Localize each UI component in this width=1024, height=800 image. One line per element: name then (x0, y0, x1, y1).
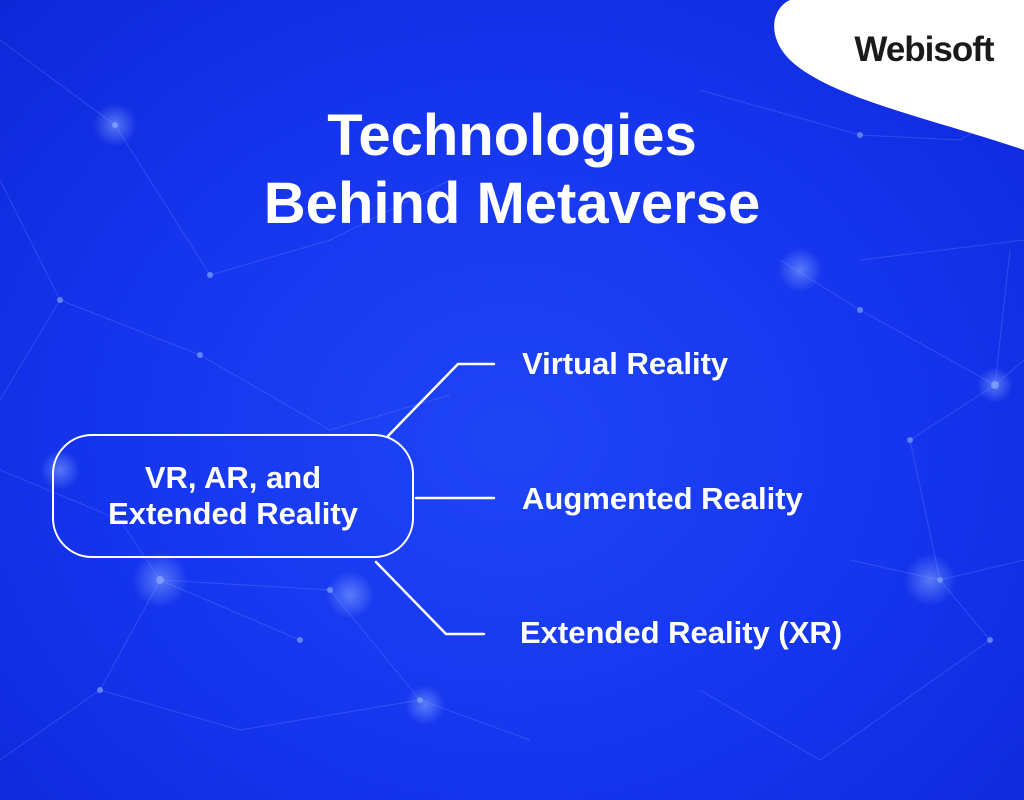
brand-logo: Webisoft (854, 30, 994, 69)
branch-augmented-reality: Augmented Reality (522, 481, 803, 516)
central-topic-line-2: Extended Reality (108, 496, 358, 531)
branch-virtual-reality: Virtual Reality (522, 346, 729, 381)
title-line-1: Technologies (327, 103, 697, 168)
central-topic-node: VR, AR, and Extended Reality (52, 434, 414, 558)
branch-extended-reality: Extended Reality (XR) (520, 615, 843, 650)
connector-extended-reality (374, 560, 486, 636)
title-line-2: Behind Metaverse (263, 171, 761, 236)
page-title: Technologies Behind Metaverse (160, 102, 864, 238)
connector-virtual-reality (386, 362, 496, 438)
central-topic-line-1: VR, AR, and (144, 460, 322, 495)
